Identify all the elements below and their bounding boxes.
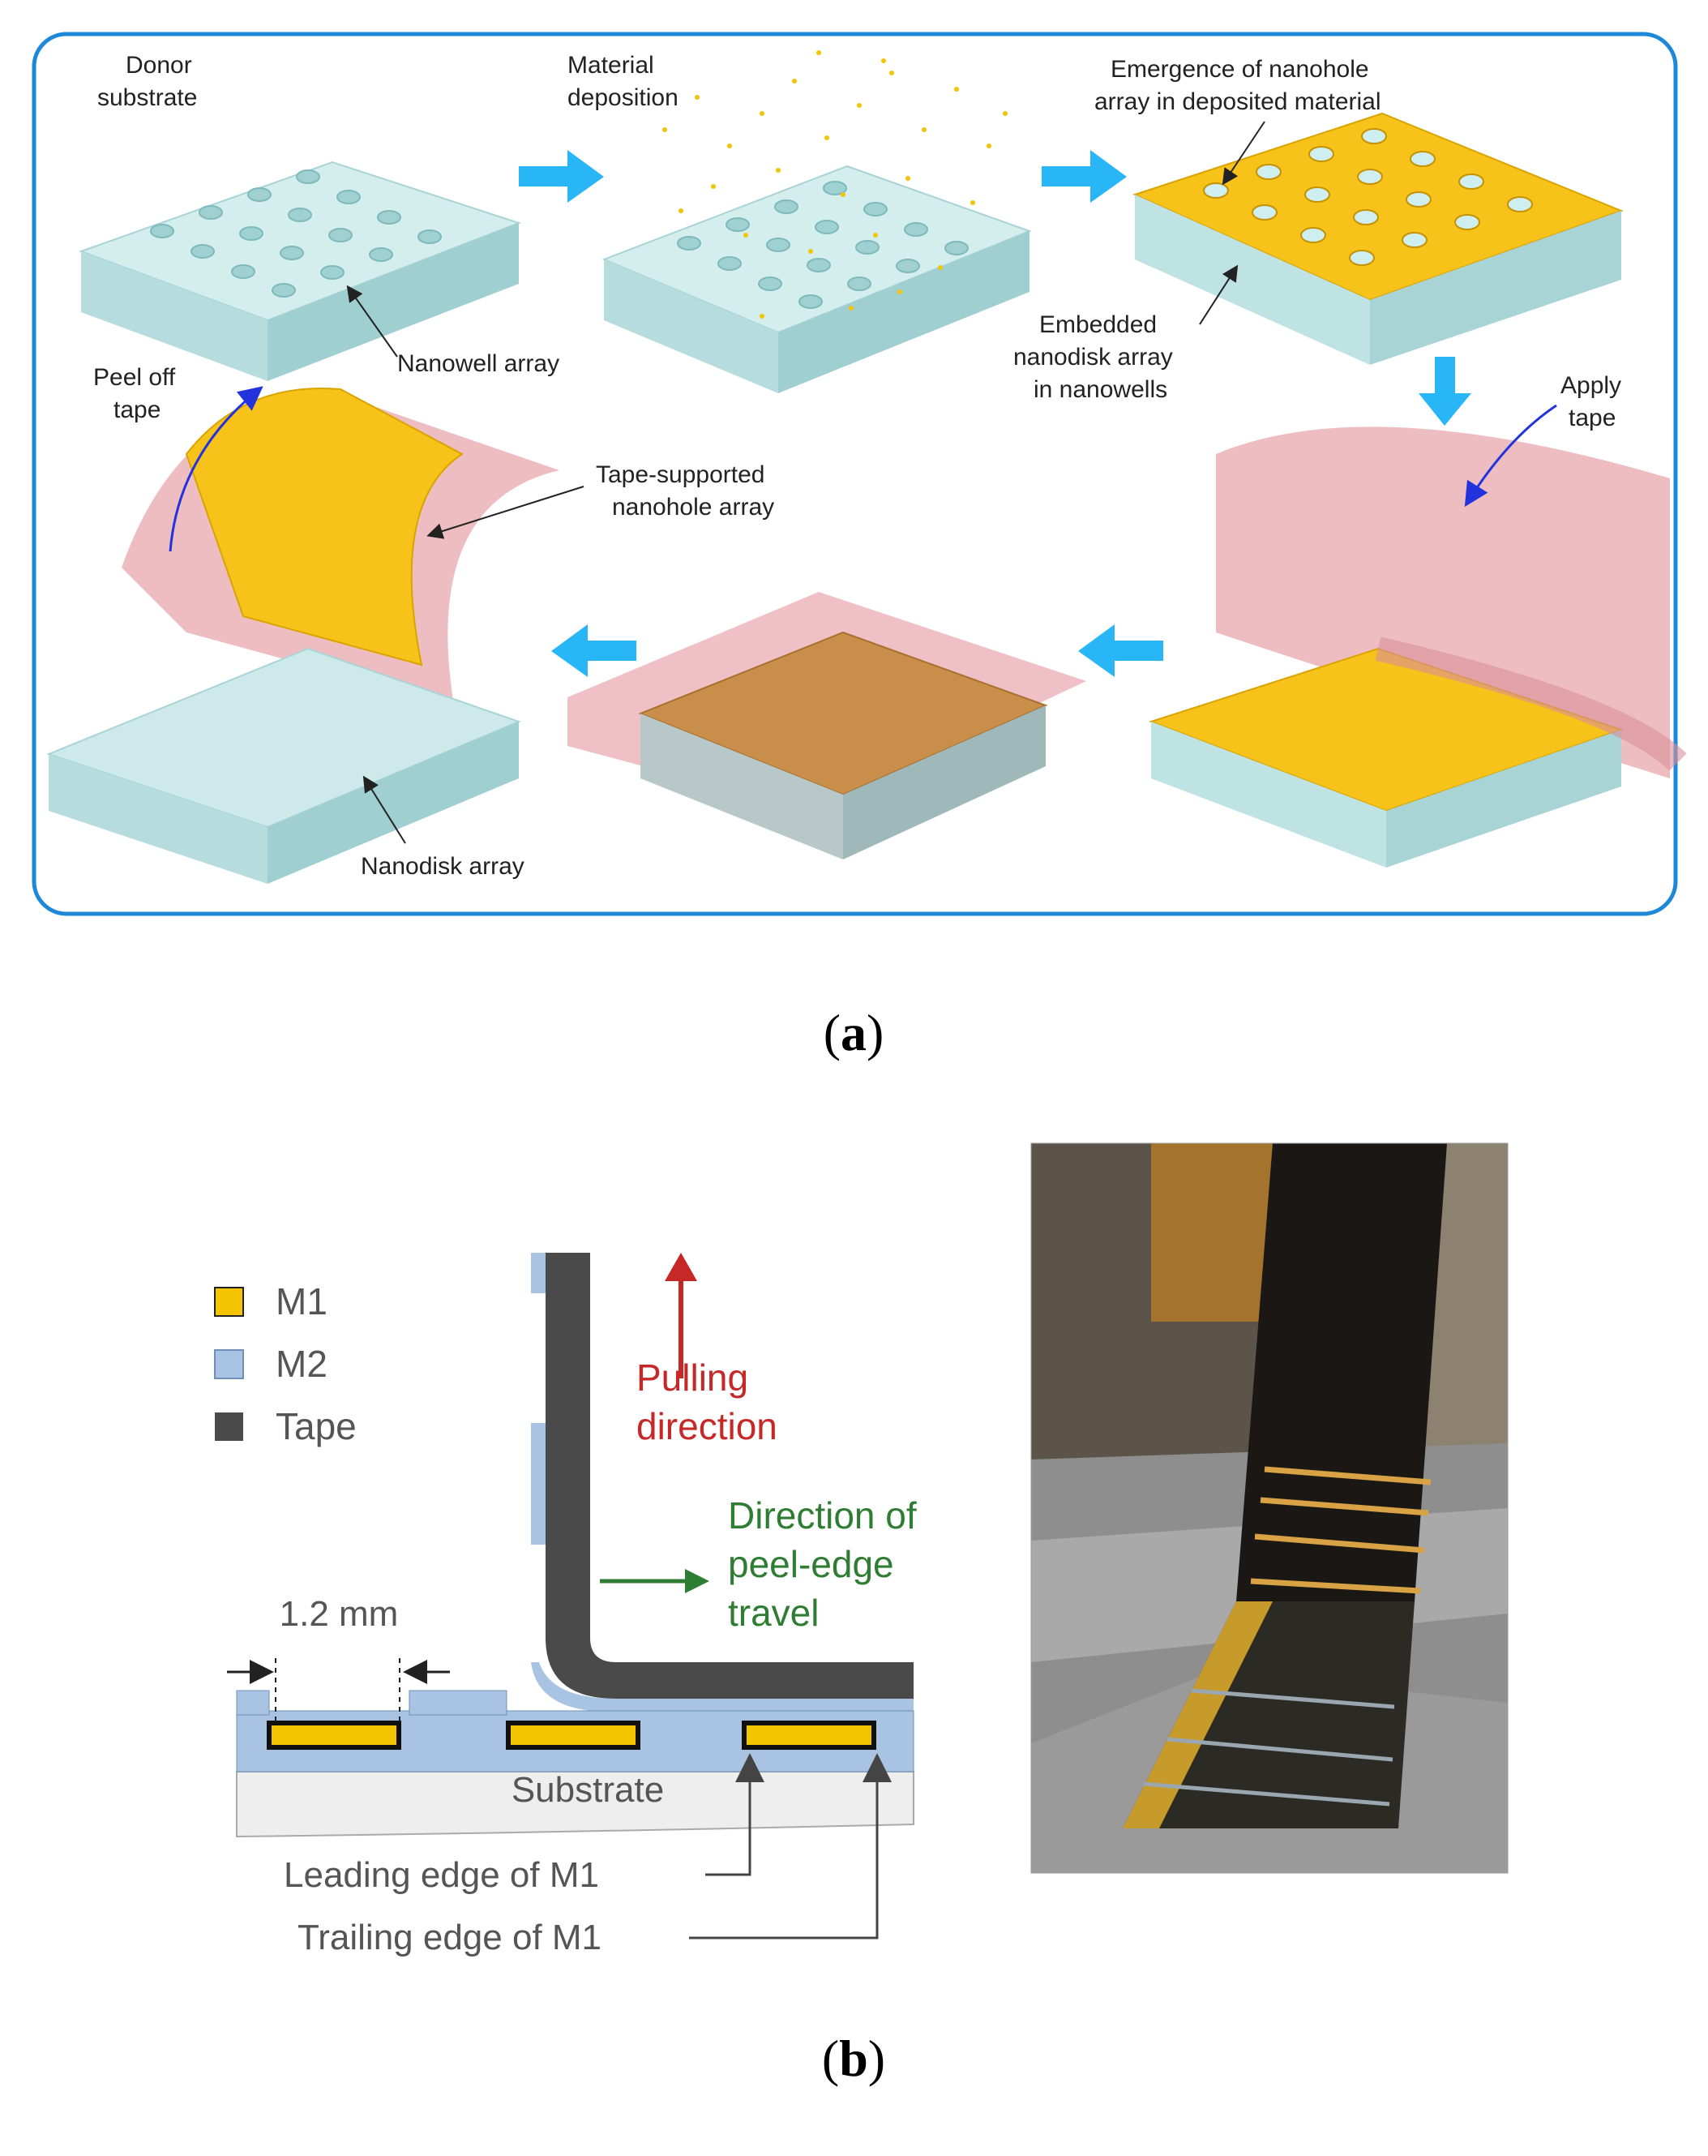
peel-edge-label: Direction of peel-edge travel bbox=[728, 1494, 927, 1634]
peel-off-stage bbox=[46, 386, 559, 884]
substrate-label: Substrate bbox=[512, 1770, 664, 1810]
apply-direction-arrow bbox=[1464, 404, 1557, 508]
label-tape-supported: Tape-supported nanohole array bbox=[596, 461, 774, 521]
taped-substrate bbox=[567, 592, 1086, 859]
m2-stub-mid bbox=[409, 1690, 507, 1716]
label-peel: Peel off tape bbox=[93, 364, 182, 423]
process-arrow-5 bbox=[551, 624, 636, 677]
process-arrow-1 bbox=[519, 150, 604, 203]
m2-under-tape bbox=[531, 1662, 914, 1711]
panel-b-diagram: M1 M2 Tape Substrate 1.2 mm Pulling bbox=[214, 1253, 927, 1957]
leading-edge-label: Leading edge of M1 bbox=[284, 1855, 599, 1895]
leader-emergence bbox=[1222, 121, 1265, 186]
photo-tape-stripes bbox=[1250, 1466, 1432, 1594]
label-deposition: Material deposition bbox=[567, 52, 678, 111]
photo-tape-strip bbox=[1236, 1143, 1447, 1601]
pulling-label: Pulling direction bbox=[636, 1357, 777, 1447]
substrate bbox=[236, 1771, 914, 1838]
leading-edge-pointer bbox=[705, 1753, 764, 1876]
photo-sample bbox=[1123, 1601, 1415, 1828]
legend-swatch-m2 bbox=[214, 1349, 244, 1379]
trailing-edge-label: Trailing edge of M1 bbox=[298, 1918, 601, 1957]
donor-substrate bbox=[79, 161, 521, 381]
dimension-label: 1.2 mm bbox=[280, 1594, 399, 1634]
label-embedded: Embedded nanodisk array in nanowells bbox=[1013, 311, 1179, 403]
tape bbox=[546, 1253, 914, 1699]
leader-tape-supported bbox=[426, 486, 584, 539]
peel-test-photo bbox=[1030, 1142, 1509, 1874]
leader-embedded bbox=[1199, 264, 1239, 325]
process-arrow-3 bbox=[1419, 357, 1471, 426]
m1-pad-3 bbox=[742, 1721, 876, 1750]
legend-label-m2: M2 bbox=[276, 1343, 327, 1385]
label-emergence: Emergence of nanohole array in deposited… bbox=[1094, 56, 1381, 115]
m2-stub-left bbox=[236, 1690, 270, 1716]
leader-nanowell bbox=[346, 285, 398, 358]
legend-label-m1: M1 bbox=[276, 1280, 327, 1322]
label-donor: Donor substrate bbox=[97, 52, 199, 111]
label-nanodisk: Nanodisk array bbox=[361, 853, 524, 880]
pulling-arrowhead bbox=[665, 1253, 697, 1281]
label-nanowell: Nanowell array bbox=[397, 350, 559, 377]
m1-pad-2 bbox=[506, 1721, 640, 1750]
caption-b: (b) bbox=[822, 2030, 885, 2087]
gold-coated-substrate bbox=[1132, 112, 1624, 365]
apply-tape-stage bbox=[1148, 426, 1687, 868]
peel-edge-arrowhead bbox=[685, 1569, 709, 1593]
m2-on-tape-top bbox=[531, 1253, 546, 1293]
legend-swatch-m1 bbox=[214, 1287, 244, 1317]
label-apply: Apply tape bbox=[1560, 372, 1628, 431]
process-arrow-4 bbox=[1078, 624, 1163, 677]
legend-swatch-tape bbox=[215, 1412, 243, 1441]
peel-direction-arrow bbox=[169, 386, 263, 552]
m1-pad-1 bbox=[267, 1721, 401, 1750]
legend-label-tape: Tape bbox=[276, 1405, 357, 1447]
process-arrow-2 bbox=[1042, 150, 1127, 203]
leader-nanodisk bbox=[362, 775, 406, 844]
panel-a: Donor substrate Material deposition Emer… bbox=[32, 32, 1687, 916]
m2-on-tape-mid bbox=[531, 1423, 546, 1545]
trailing-edge-pointer bbox=[689, 1753, 892, 1940]
caption-a: (a) bbox=[824, 1004, 884, 1061]
deposition-substrate bbox=[601, 50, 1032, 393]
